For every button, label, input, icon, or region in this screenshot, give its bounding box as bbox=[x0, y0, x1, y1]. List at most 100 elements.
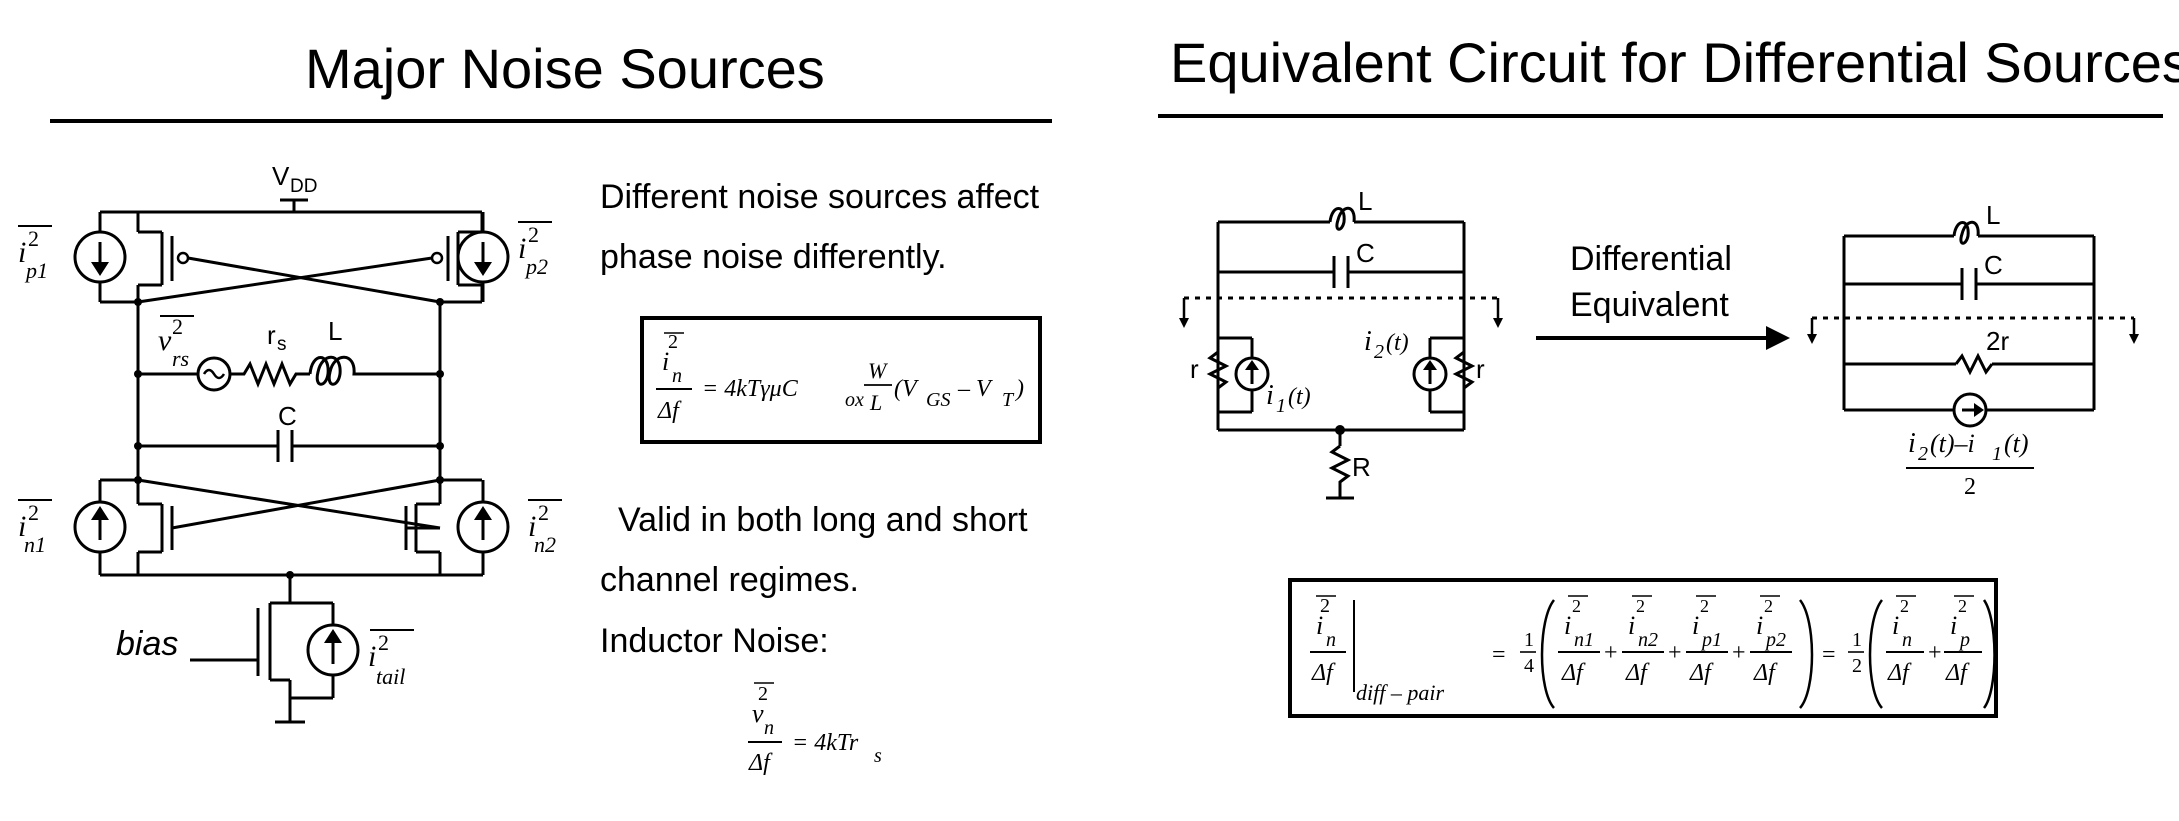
description-line-1: Different noise sources affect bbox=[600, 178, 1040, 216]
differential-equivalent-arrow: Differential Equivalent bbox=[1536, 240, 1790, 350]
svg-text:2: 2 bbox=[378, 630, 389, 655]
svg-text:2: 2 bbox=[1918, 443, 1928, 465]
svg-text:n: n bbox=[672, 365, 682, 387]
svg-text:2: 2 bbox=[668, 331, 678, 353]
i2-label: i bbox=[1364, 326, 1372, 357]
svg-text:n1: n1 bbox=[24, 532, 46, 557]
inductor-l-vco bbox=[308, 355, 440, 386]
vdd-sub-label: DD bbox=[290, 176, 317, 197]
svg-text:2: 2 bbox=[528, 222, 539, 247]
valid-line-1: Valid in both long and short bbox=[618, 501, 1028, 539]
svg-text:p2: p2 bbox=[1764, 629, 1786, 651]
drain-noise-formula: 2 i n Δf = 4kTγμC ox W L (V GS – V T ) bbox=[640, 316, 1042, 444]
svg-text:W: W bbox=[868, 358, 888, 383]
svg-text:– V: – V bbox=[957, 376, 993, 402]
l-label-vco: L bbox=[328, 316, 342, 346]
svg-text:n2: n2 bbox=[1638, 629, 1658, 651]
tank-circuit-right: L C 2r i 2 (t)–i 1 (t) 2 bbox=[1807, 200, 2139, 500]
resistor-r2 bbox=[1452, 350, 1476, 390]
svg-text:i: i bbox=[18, 510, 26, 543]
svg-text:2: 2 bbox=[1852, 655, 1862, 677]
valid-line-2: channel regimes. bbox=[600, 561, 859, 599]
svg-text:i: i bbox=[518, 232, 526, 265]
svg-text:= 4kTγμC: = 4kTγμC bbox=[702, 376, 799, 402]
svg-text:+: + bbox=[1668, 640, 1682, 666]
svg-text:2: 2 bbox=[28, 500, 39, 525]
svg-text:T: T bbox=[1002, 389, 1015, 411]
svg-text:Δf: Δf bbox=[1311, 660, 1336, 686]
svg-text:Δf: Δf bbox=[1945, 660, 1970, 686]
svg-text:=: = bbox=[1492, 642, 1506, 668]
svg-text:1: 1 bbox=[1276, 395, 1286, 417]
svg-text:1: 1 bbox=[1524, 629, 1534, 651]
svg-text:+: + bbox=[1732, 640, 1746, 666]
svg-text:GS: GS bbox=[926, 389, 950, 411]
left-title: Major Noise Sources bbox=[305, 37, 825, 100]
svg-text:2: 2 bbox=[1374, 341, 1384, 363]
svg-text:i: i bbox=[1756, 611, 1763, 640]
right-title: Equivalent Circuit for Differential Sour… bbox=[1170, 31, 2179, 94]
svg-text:i: i bbox=[1692, 611, 1699, 640]
svg-text:Δf: Δf bbox=[748, 750, 773, 776]
R-label: R bbox=[1352, 452, 1371, 482]
c-label-left: C bbox=[1356, 238, 1375, 268]
svg-text:2: 2 bbox=[1958, 596, 1967, 616]
tank-circuit-left: L C r i 1 (t) r bbox=[1179, 186, 1503, 500]
diff-source-label: i bbox=[1908, 428, 1916, 459]
resistor-2r bbox=[1954, 352, 1994, 376]
rs-label: r bbox=[267, 320, 276, 350]
svg-text:2: 2 bbox=[1572, 596, 1581, 616]
svg-text:2: 2 bbox=[172, 314, 183, 339]
svg-text:Δf: Δf bbox=[1689, 660, 1714, 686]
svg-text:4: 4 bbox=[1524, 655, 1534, 677]
diff-pair-formula: 2 i n Δf diff – pair = 1 4 2 i n 1 Δf + 2… bbox=[1288, 578, 1998, 718]
l-label-right: L bbox=[1986, 200, 2000, 230]
svg-text:i: i bbox=[1316, 611, 1323, 640]
svg-text:Δf: Δf bbox=[1625, 660, 1650, 686]
svg-text:v: v bbox=[158, 324, 172, 357]
arrow-label-2: Equivalent bbox=[1570, 286, 1729, 324]
svg-text:+: + bbox=[1604, 640, 1618, 666]
vrs-label: v 2 rs bbox=[158, 314, 194, 371]
svg-text:1: 1 bbox=[1852, 629, 1862, 651]
svg-text:n: n bbox=[764, 717, 774, 739]
svg-text:+: + bbox=[1928, 640, 1942, 666]
vdd-label: V bbox=[272, 161, 290, 191]
svg-text:diff – pair: diff – pair bbox=[1356, 680, 1444, 705]
svg-text:i: i bbox=[1628, 611, 1635, 640]
svg-text:2: 2 bbox=[758, 683, 768, 705]
i1-label: i bbox=[1266, 380, 1274, 411]
svg-text:v: v bbox=[752, 699, 764, 728]
svg-text:n: n bbox=[1902, 629, 1912, 651]
svg-text:2: 2 bbox=[1700, 596, 1709, 616]
svg-text:n: n bbox=[1326, 629, 1336, 651]
bias-label: bias bbox=[116, 625, 178, 663]
svg-text:Δf: Δf bbox=[1887, 660, 1912, 686]
svg-text:Δf: Δf bbox=[657, 398, 682, 424]
inductor-l-left bbox=[1328, 206, 1356, 231]
c-label-right: C bbox=[1984, 250, 2003, 280]
svg-text:=: = bbox=[1822, 642, 1836, 668]
svg-text:tail: tail bbox=[376, 664, 405, 689]
svg-text:Δf: Δf bbox=[1753, 660, 1778, 686]
in2-label: i 2 n2 bbox=[528, 499, 562, 557]
svg-text:2: 2 bbox=[1764, 596, 1773, 616]
resistor-rs bbox=[230, 359, 310, 389]
r2-label: r bbox=[1476, 354, 1485, 384]
svg-text:(t)–i: (t)–i bbox=[1930, 429, 1975, 458]
rs-sub-label: s bbox=[277, 334, 287, 355]
svg-text:p: p bbox=[1958, 629, 1970, 651]
svg-text:n2: n2 bbox=[534, 532, 556, 557]
ip2-label: i 2 p2 bbox=[518, 221, 552, 279]
description-line-2: phase noise differently. bbox=[600, 238, 947, 276]
svg-text:ox: ox bbox=[845, 389, 864, 411]
svg-text:p2: p2 bbox=[524, 254, 548, 279]
in1-label: i 2 n1 bbox=[18, 499, 52, 557]
resistor-R bbox=[1328, 444, 1352, 498]
c-label-vco: C bbox=[278, 401, 297, 431]
inductor-l-right bbox=[1952, 220, 1980, 245]
svg-text:i: i bbox=[528, 510, 536, 543]
l-label-left: L bbox=[1358, 186, 1372, 216]
svg-text:p1: p1 bbox=[1700, 629, 1722, 651]
svg-text:): ) bbox=[1014, 376, 1024, 402]
